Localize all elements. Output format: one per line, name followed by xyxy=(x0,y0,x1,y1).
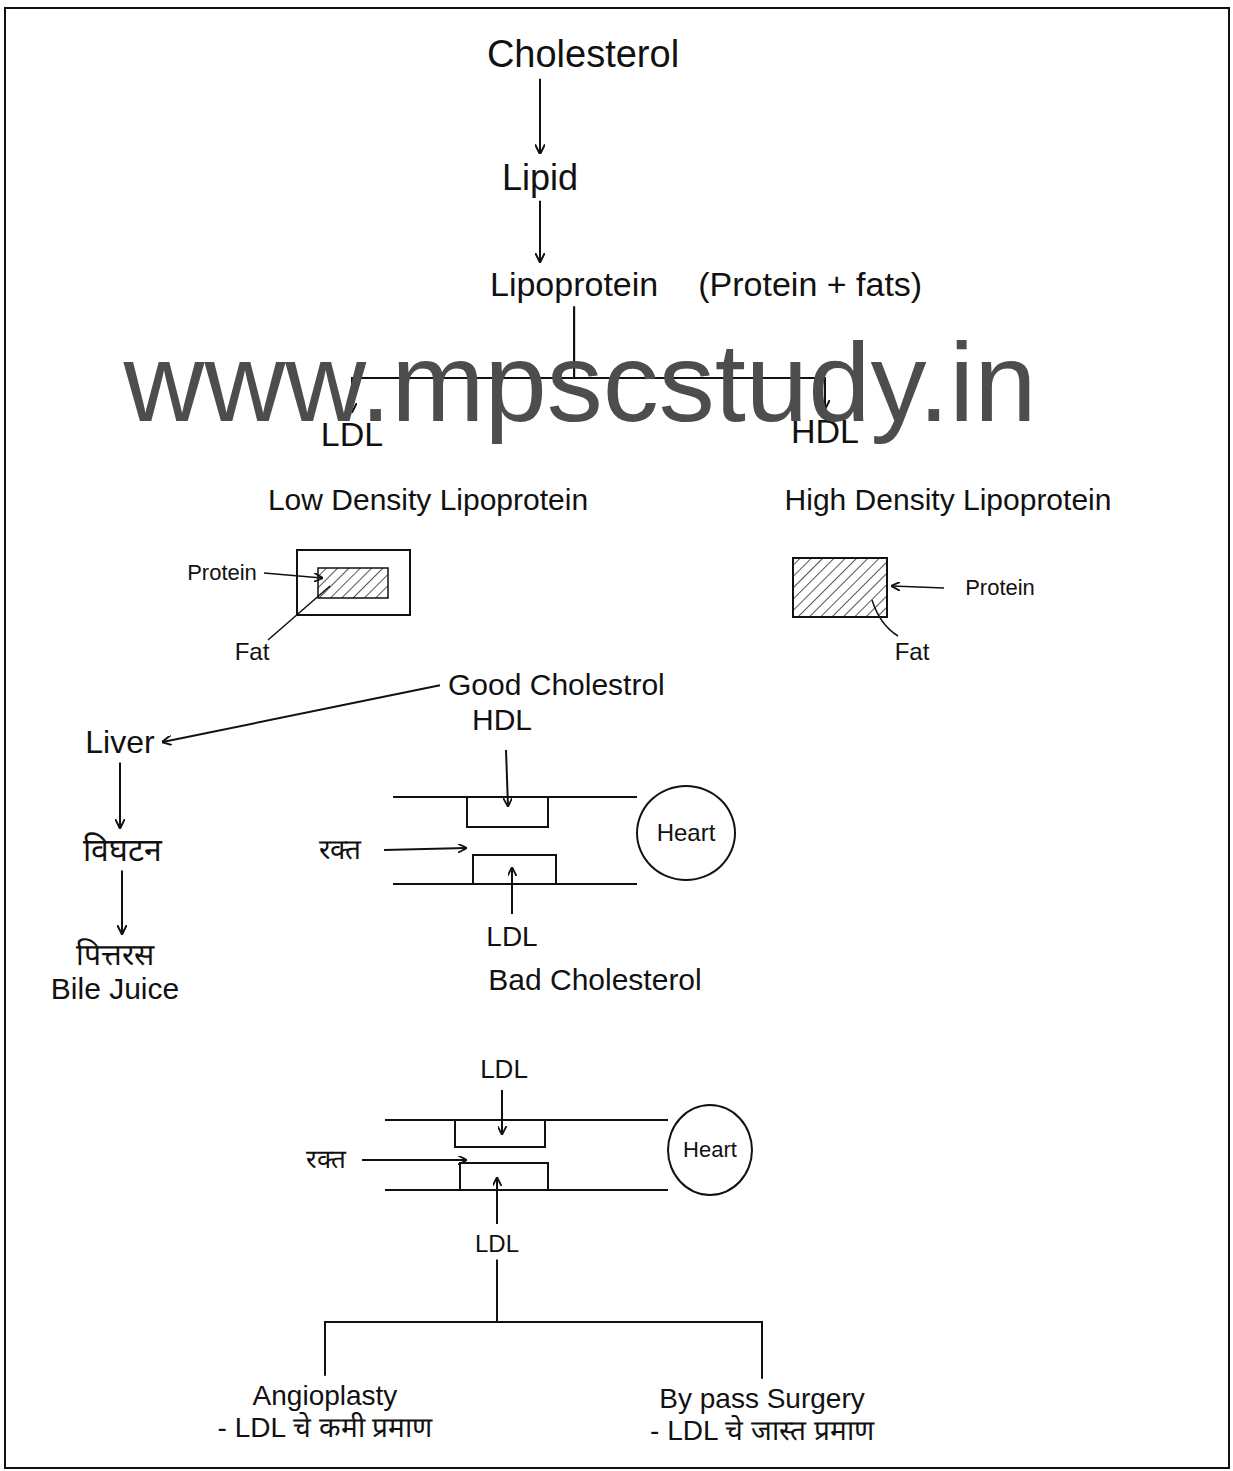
leader-line xyxy=(264,573,322,578)
node-text: LDL xyxy=(475,1230,519,1258)
node-text: Liver xyxy=(85,724,154,761)
full-name: Low Density Lipoprotein xyxy=(268,483,588,518)
connector xyxy=(325,1260,497,1376)
node-subtext: Bile Juice xyxy=(51,972,179,1007)
vessel-wall xyxy=(393,883,637,885)
treatment-node: By pass Surgery- LDL चे जास्त प्रमाण xyxy=(646,1381,878,1449)
node-text: Heart xyxy=(683,1137,737,1162)
ldl-fat-core xyxy=(318,568,388,598)
treatment-node: Angioplasty- LDL चे कमी प्रमाण xyxy=(214,1378,437,1446)
node-text: पित्तरस xyxy=(76,938,154,973)
heart-circle: Heart xyxy=(636,785,736,881)
blood-flow-arrow xyxy=(384,848,466,850)
part-label: Protein xyxy=(965,575,1035,600)
part-label: Fat xyxy=(235,638,270,666)
leader-line xyxy=(892,586,944,588)
vessel-wall xyxy=(385,1189,668,1191)
heart-circle: Heart xyxy=(667,1104,753,1196)
connector xyxy=(497,1260,762,1379)
vessel-wall xyxy=(393,796,637,798)
term-node: LDL xyxy=(471,1228,523,1260)
node-text: Lipoprotein xyxy=(490,265,658,304)
connector xyxy=(121,870,123,933)
term-node: Lipid xyxy=(498,155,582,200)
node-subtext: - LDL चे जास्त प्रमाण xyxy=(650,1415,874,1447)
vessel-wall xyxy=(385,1119,668,1121)
leader-line xyxy=(506,750,508,806)
term-node: Good CholestrolHDL xyxy=(444,666,669,739)
leader-line xyxy=(496,1178,498,1224)
node-text: Cholesterol xyxy=(487,33,679,77)
node-text: Angioplasty xyxy=(253,1380,398,1412)
organ-node: Liver xyxy=(81,722,158,763)
term-node: Cholesterol xyxy=(483,31,683,79)
part-label: LDL xyxy=(486,921,537,953)
node-subtext: (Protein + fats) xyxy=(698,265,922,304)
node-text: By pass Surgery xyxy=(659,1383,864,1415)
note-label: Bad Cholesterol xyxy=(488,963,701,998)
term-node: Lipoprotein (Protein + fats) xyxy=(486,263,926,306)
part-label: LDL xyxy=(480,1055,528,1085)
leader-line xyxy=(872,600,898,636)
part-label: Fat xyxy=(895,638,930,666)
blood-label: रक्त xyxy=(319,834,361,866)
connector xyxy=(539,201,541,262)
part-label: Protein xyxy=(187,560,257,585)
leader-line xyxy=(501,1090,503,1134)
ldl-particle xyxy=(297,550,410,615)
hdl-particle xyxy=(793,558,887,617)
plaque xyxy=(455,1120,545,1147)
leader-line xyxy=(268,586,330,640)
full-name: High Density Lipoprotein xyxy=(785,483,1112,518)
node-subtext: - LDL चे कमी प्रमाण xyxy=(218,1412,433,1444)
page-border xyxy=(5,8,1229,1468)
node-text: Heart xyxy=(657,819,716,847)
process-node: विघटन xyxy=(79,830,166,871)
blood-flow-arrow xyxy=(362,1159,466,1161)
leader-line xyxy=(511,868,513,914)
blood-label: रक्त xyxy=(306,1145,346,1175)
plaque xyxy=(473,855,556,884)
node-text: Good Cholestrol xyxy=(448,668,665,703)
connector xyxy=(163,685,440,742)
plaque xyxy=(460,1163,548,1190)
watermark: www.mpscstudy.in xyxy=(124,319,1037,448)
node-subtext: HDL xyxy=(472,703,532,738)
node-text: Lipid xyxy=(502,157,578,198)
product-node: पित्तरसBile Juice xyxy=(47,936,183,1009)
connector xyxy=(119,762,121,827)
connector xyxy=(539,79,541,154)
node-text: विघटन xyxy=(83,832,162,869)
